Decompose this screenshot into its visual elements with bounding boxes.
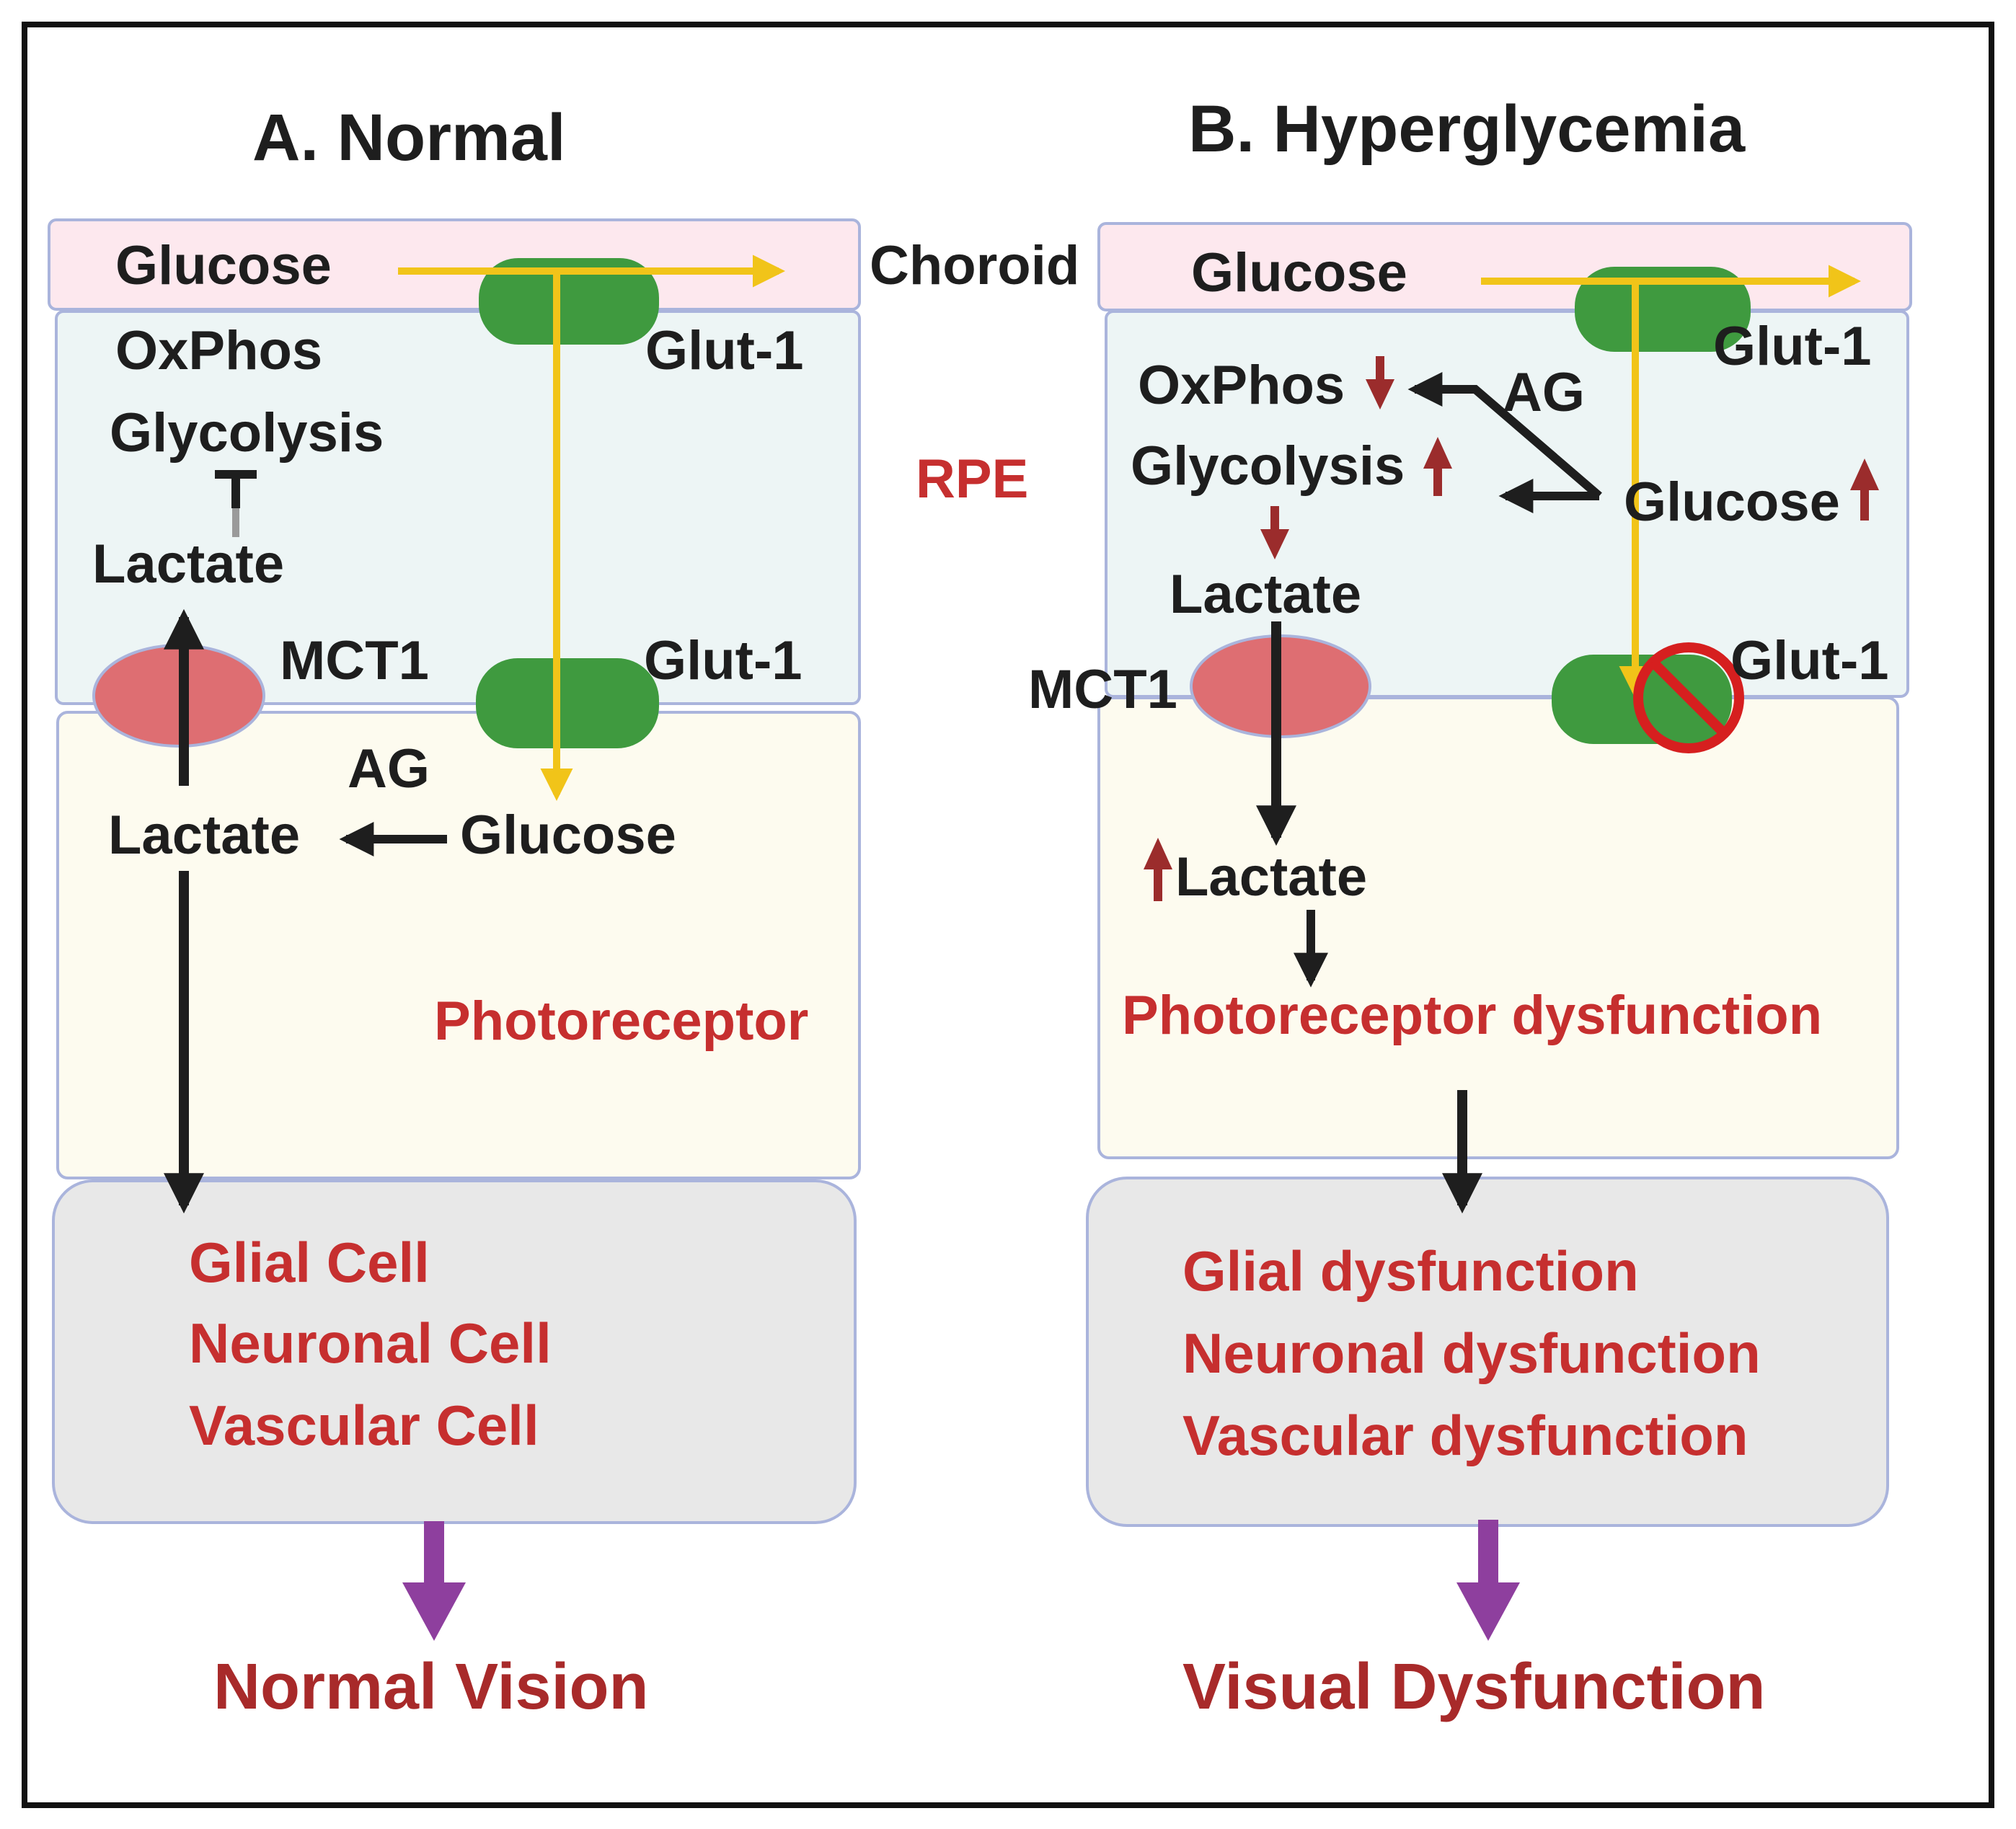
- panel-b-title: B. Hyperglycemia: [1188, 92, 1746, 166]
- panel-a-rpe-layer: [55, 310, 861, 705]
- panel-b-glycolysis-up-icon: [1423, 437, 1452, 496]
- panel-b-photoreceptor-label: Photoreceptor dysfunction: [1122, 985, 1822, 1046]
- panel-b-glucose-up-icon: [1850, 459, 1879, 521]
- panel-b-vascular-label: Vascular dysfunction: [1182, 1404, 1748, 1467]
- panel-b-oxphos-down-icon: [1366, 356, 1394, 409]
- panel-a-glut1-top-transporter: [479, 258, 659, 345]
- panel-b-oxphos-label: OxPhos: [1138, 355, 1345, 416]
- panel-a-photoreceptor-lactate-label: Lactate: [108, 805, 300, 866]
- panel-b-glut1-top-label: Glut-1: [1713, 316, 1872, 377]
- panel-b: B. Hyperglycemia: [1028, 92, 1912, 1723]
- panel-b-ag-label: AG: [1503, 362, 1585, 423]
- panel-b-outcome-label: Visual Dysfunction: [1182, 1651, 1766, 1723]
- panel-a-vascular-label: Vascular Cell: [189, 1394, 539, 1457]
- panel-b-lactate-down-icon: [1260, 506, 1289, 559]
- panel-a-glycolysis-label: Glycolysis: [110, 402, 384, 464]
- panel-a-glial-label: Glial Cell: [189, 1231, 430, 1294]
- panel-b-rpe-glucose-label: Glucose: [1624, 471, 1840, 533]
- panel-a-neural-box: [52, 1179, 857, 1524]
- choroid-layer-label: Choroid: [870, 235, 1079, 296]
- panel-a-rpe-lactate-label: Lactate: [92, 533, 284, 595]
- panel-b-neuronal-label: Neuronal dysfunction: [1182, 1321, 1761, 1385]
- panel-a-photoreceptor-layer: [56, 711, 861, 1179]
- panel-b-photoreceptor-lactate-up-icon: [1144, 838, 1172, 901]
- panel-b-glycolysis-label: Glycolysis: [1131, 435, 1405, 497]
- panel-a-glut1-top-label: Glut-1: [645, 320, 804, 381]
- panel-b-outcome-arrow: [1456, 1520, 1520, 1641]
- panel-b-photoreceptor-layer: [1097, 696, 1899, 1159]
- panel-a-photoreceptor-label: Photoreceptor: [434, 991, 808, 1052]
- panel-a-oxphos-label: OxPhos: [115, 320, 322, 381]
- panel-a-outcome-arrow: [402, 1521, 466, 1641]
- rpe-layer-label: RPE: [916, 448, 1028, 510]
- panel-a-ag-label: AG: [348, 738, 430, 800]
- panel-a-inhibition-symbol: [215, 470, 257, 537]
- panel-b-glial-label: Glial dysfunction: [1182, 1239, 1639, 1303]
- panel-a-glut1-bottom-label: Glut-1: [644, 630, 803, 691]
- panel-b-photoreceptor-lactate-label: Lactate: [1175, 846, 1367, 908]
- panel-b-glut1-bottom-label: Glut-1: [1730, 630, 1889, 691]
- panel-a-glut1-bottom-transporter: [476, 658, 659, 748]
- panel-a-mct1-label: MCT1: [280, 630, 429, 691]
- panel-a-photoreceptor-glucose-label: Glucose: [460, 805, 676, 866]
- panel-b-glut1-top-transporter: [1575, 267, 1751, 352]
- panel-b-glucose-to-oxphos-arrow: [1407, 372, 1602, 500]
- panel-a-title: A. Normal: [252, 101, 566, 174]
- panel-b-mct1-label: MCT1: [1028, 659, 1177, 720]
- panel-b-choroid-glucose-label: Glucose: [1191, 242, 1407, 304]
- panel-a: A. Normal Glucose Glut-1 OxPhos: [48, 101, 861, 1723]
- panel-a-choroid-glucose-label: Glucose: [115, 235, 332, 296]
- panel-a-outcome-label: Normal Vision: [213, 1651, 649, 1723]
- panel-a-neuronal-label: Neuronal Cell: [189, 1311, 552, 1375]
- panel-b-rpe-lactate-label: Lactate: [1170, 564, 1361, 625]
- panel-b-blocked-transport-icon: [1633, 642, 1744, 753]
